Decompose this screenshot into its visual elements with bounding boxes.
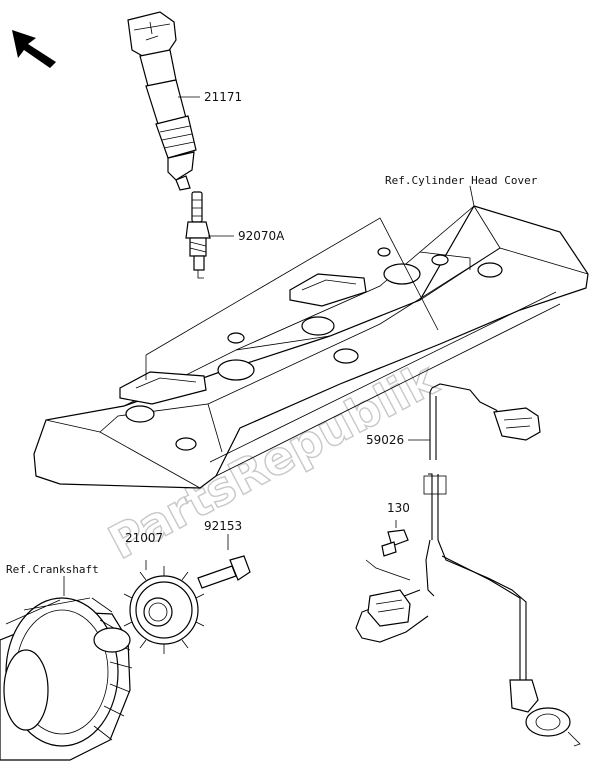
ref-crankshaft: Ref.Crankshaft — [6, 563, 99, 576]
cylinder-head-cover — [33, 205, 589, 489]
cover-callout-lines — [145, 185, 475, 380]
front-direction-arrow-icon — [12, 30, 56, 68]
timing-rotor — [123, 560, 205, 654]
harness-callout — [365, 439, 447, 581]
ref-cylinder-head-cover: Ref.Cylinder Head Cover — [385, 174, 538, 187]
part-number-wiring-harness: 59026 — [366, 433, 404, 447]
part-number-ignition-coil: 21171 — [204, 90, 242, 104]
part-number-spark-plug: 92070A — [238, 229, 285, 243]
part-number-small-bolt: 130 — [387, 501, 410, 515]
ignition-coil — [127, 11, 197, 191]
part-number-timing-rotor: 21007 — [125, 531, 163, 545]
rotor-bolt — [197, 534, 251, 589]
small-bolt — [381, 520, 409, 557]
crankshaft — [0, 597, 133, 761]
spark-plug — [185, 191, 211, 279]
wiring-harness — [355, 383, 581, 747]
part-number-rotor-bolt: 92153 — [204, 519, 242, 533]
